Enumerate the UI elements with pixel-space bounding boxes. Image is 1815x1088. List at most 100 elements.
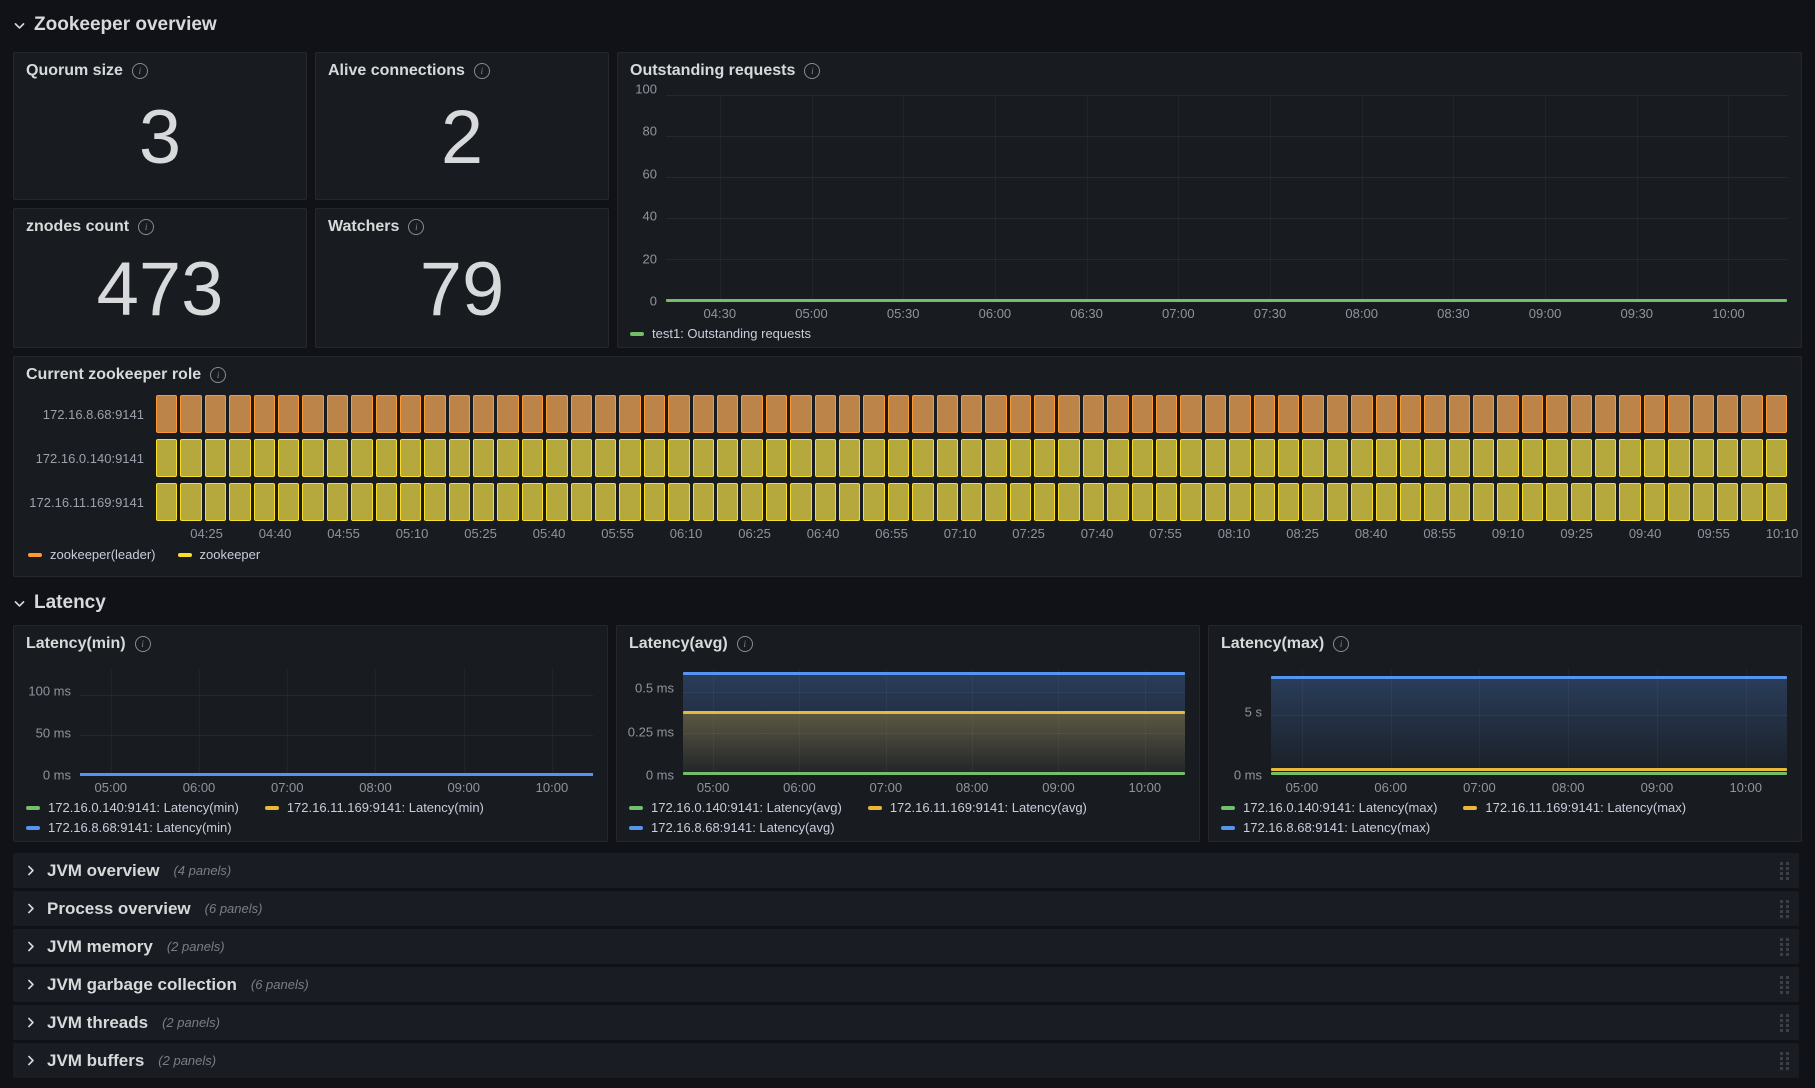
status-bar[interactable] [668, 395, 690, 433]
status-bar[interactable] [692, 395, 714, 433]
status-bar[interactable] [1717, 439, 1739, 477]
status-bar[interactable] [1277, 439, 1300, 477]
status-bar[interactable] [1521, 439, 1544, 477]
status-bar[interactable] [595, 483, 617, 521]
status-bar[interactable] [814, 439, 836, 477]
status-bar[interactable] [863, 395, 885, 433]
status-bar[interactable] [643, 483, 666, 521]
status-bar[interactable] [643, 395, 666, 433]
status-bar[interactable] [1253, 395, 1275, 433]
status-bar[interactable] [1326, 483, 1349, 521]
status-bar[interactable] [1692, 483, 1714, 521]
status-bar[interactable] [741, 483, 763, 521]
panel-header[interactable]: znodes count [14, 209, 306, 240]
panel-header[interactable]: Latency(avg) [617, 626, 1199, 657]
status-bar[interactable] [1180, 395, 1202, 433]
status-bar[interactable] [1107, 483, 1129, 521]
status-bar[interactable] [790, 483, 812, 521]
chart-plot-area[interactable] [1271, 662, 1787, 776]
status-bar[interactable] [521, 439, 544, 477]
status-bar[interactable] [716, 483, 739, 521]
status-bar[interactable] [180, 483, 202, 521]
status-bar[interactable] [692, 483, 714, 521]
panel-header[interactable]: Latency(min) [14, 626, 607, 657]
panel-header[interactable]: Alive connections [316, 53, 608, 84]
status-bar[interactable] [570, 483, 593, 521]
status-bar[interactable] [619, 483, 641, 521]
status-bar[interactable] [1302, 395, 1324, 433]
drag-handle-icon[interactable] [1780, 1013, 1789, 1032]
status-bar[interactable] [156, 483, 178, 521]
status-bar[interactable] [253, 483, 275, 521]
status-bar[interactable] [887, 483, 910, 521]
status-bar[interactable] [1668, 395, 1690, 433]
status-bar[interactable] [1058, 439, 1080, 477]
status-bar[interactable] [1473, 439, 1495, 477]
status-bar[interactable] [1399, 395, 1422, 433]
status-bar[interactable] [253, 395, 275, 433]
status-bar[interactable] [156, 439, 178, 477]
info-icon[interactable] [408, 219, 425, 235]
status-bar[interactable] [351, 439, 373, 477]
legend-item[interactable]: 172.16.0.140:9141: Latency(min) [26, 800, 239, 815]
status-bar[interactable] [838, 439, 861, 477]
status-bar[interactable] [1351, 439, 1373, 477]
status-bar[interactable] [546, 483, 568, 521]
legend-item[interactable]: test1: Outstanding requests [630, 326, 811, 341]
drag-handle-icon[interactable] [1780, 937, 1789, 956]
status-bar[interactable] [570, 439, 593, 477]
status-bar[interactable] [985, 395, 1007, 433]
status-bar[interactable] [399, 395, 422, 433]
legend-item[interactable]: 172.16.0.140:9141: Latency(max) [1221, 800, 1437, 815]
status-bar[interactable] [936, 483, 958, 521]
status-bar[interactable] [448, 395, 471, 433]
status-bar[interactable] [473, 483, 495, 521]
section-header-zookeeper-overview[interactable]: Zookeeper overview [13, 14, 217, 36]
status-bar[interactable] [1497, 439, 1519, 477]
status-bar[interactable] [960, 439, 983, 477]
status-bar[interactable] [643, 439, 666, 477]
status-bar[interactable] [156, 395, 178, 433]
status-bar[interactable] [912, 439, 934, 477]
status-bar[interactable] [1107, 439, 1129, 477]
status-bar[interactable] [741, 439, 763, 477]
status-bar[interactable] [180, 439, 202, 477]
status-bar[interactable] [1741, 483, 1763, 521]
status-bar[interactable] [424, 395, 446, 433]
status-bar[interactable] [692, 439, 714, 477]
collapsed-row-process-overview[interactable]: Process overview (6 panels) [13, 891, 1799, 926]
info-icon[interactable] [210, 367, 227, 383]
panel-header[interactable]: Current zookeeper role [14, 357, 1801, 388]
status-bar[interactable] [448, 483, 471, 521]
status-bar[interactable] [1448, 483, 1471, 521]
status-bar[interactable] [1131, 483, 1154, 521]
status-bar[interactable] [399, 483, 422, 521]
info-icon[interactable] [134, 636, 151, 652]
status-bar[interactable] [741, 395, 763, 433]
panel-header[interactable]: Latency(max) [1209, 626, 1801, 657]
status-bar[interactable] [814, 483, 836, 521]
drag-handle-icon[interactable] [1780, 861, 1789, 880]
status-bar[interactable] [1619, 439, 1641, 477]
status-bar[interactable] [180, 395, 202, 433]
status-bar[interactable] [619, 439, 641, 477]
status-bar[interactable] [790, 395, 812, 433]
status-bar[interactable] [1351, 483, 1373, 521]
status-bar[interactable] [229, 395, 251, 433]
status-bar[interactable] [1546, 395, 1568, 433]
status-bar[interactable] [302, 439, 324, 477]
status-bar[interactable] [521, 395, 544, 433]
status-bar[interactable] [1424, 439, 1446, 477]
status-bar[interactable] [1595, 439, 1617, 477]
status-bar[interactable] [1156, 483, 1178, 521]
status-bar[interactable] [1668, 483, 1690, 521]
legend-item[interactable]: 172.16.11.169:9141: Latency(min) [264, 800, 484, 815]
status-bar[interactable] [1082, 483, 1105, 521]
status-bar[interactable] [1058, 483, 1080, 521]
status-bar[interactable] [1399, 483, 1422, 521]
status-bar[interactable] [985, 439, 1007, 477]
status-bar[interactable] [1302, 483, 1324, 521]
legend-item[interactable]: 172.16.11.169:9141: Latency(avg) [867, 800, 1087, 815]
status-bar[interactable] [887, 395, 910, 433]
status-bar[interactable] [595, 439, 617, 477]
